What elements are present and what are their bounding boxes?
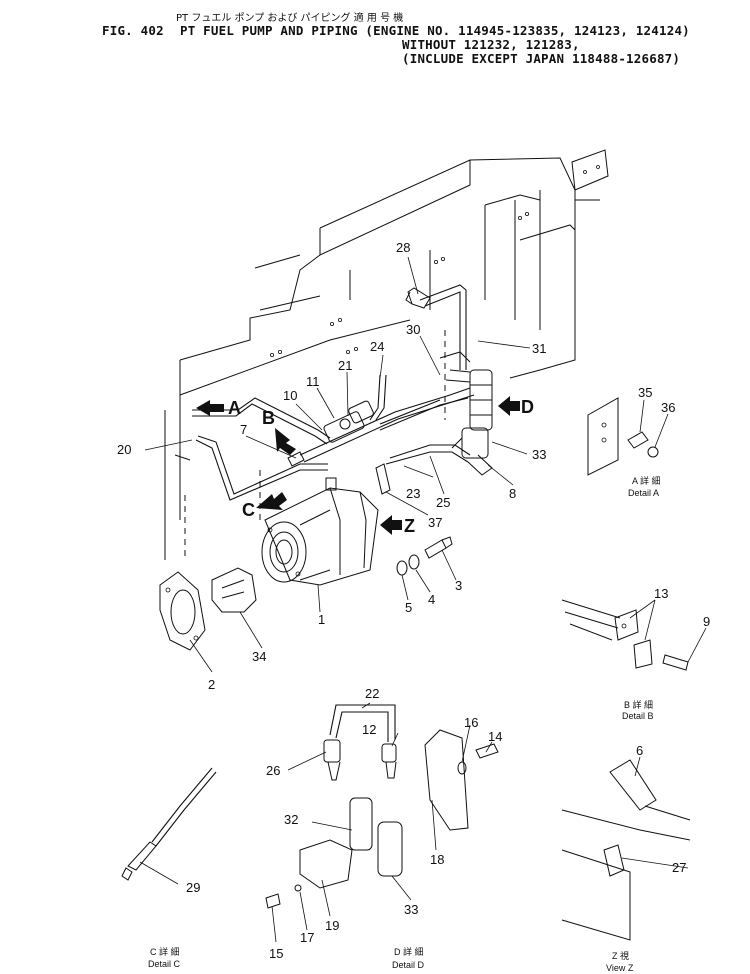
detail-a-drawing [587,397,659,476]
svg-text:C: C [242,500,255,520]
callout-17: 17 [300,930,314,945]
callout-18: 18 [430,852,444,867]
svg-text:A 詳 細: A 詳 細 [632,475,661,486]
callout-15: 15 [269,946,283,961]
callout-6: 6 [636,743,643,758]
fuel-piping [192,284,475,501]
callout-8: 8 [509,486,516,501]
detail-c-drawing [121,767,217,881]
engine-block-outline [164,149,609,560]
view-arrow-a: A [196,398,241,418]
callout-34: 34 [252,649,266,664]
callout-33-main: 33 [532,447,546,462]
detail-d-drawing [265,704,499,909]
callout-29: 29 [186,880,200,895]
view-arrow-c: C [242,492,287,520]
callout-33-detail: 33 [404,902,418,917]
callout-22: 22 [365,686,379,701]
callout-5: 5 [405,600,412,615]
gasket-2-shape [159,571,206,651]
svg-text:Detail B: Detail B [622,711,654,721]
elbow-37-shape [375,463,391,495]
callout-37: 37 [428,515,442,530]
callout-27: 27 [672,860,686,875]
svg-text:Detail D: Detail D [392,960,425,970]
callout-9: 9 [703,614,710,629]
callout-19: 19 [325,918,339,933]
valve-cluster [323,400,374,443]
callout-25: 25 [436,495,450,510]
callout-labels: 1 2 3 4 5 6 7 8 9 10 11 12 13 14 15 16 1… [117,240,710,961]
leader-lines [139,256,707,943]
svg-text:Z 視: Z 視 [612,950,629,961]
view-z-drawing [561,759,691,941]
view-arrow-z: Z [380,515,415,536]
svg-text:View Z: View Z [606,963,634,973]
callout-26: 26 [266,763,280,778]
callout-20: 20 [117,442,131,457]
svg-text:D: D [521,397,534,417]
svg-text:B: B [262,408,275,428]
svg-text:A: A [228,398,241,418]
callout-23: 23 [406,486,420,501]
coupling-34-shape [211,567,257,613]
svg-text:Detail C: Detail C [148,959,181,969]
fitting-cluster-d [439,351,493,476]
callout-16: 16 [464,715,478,730]
detail-b-drawing [561,599,689,671]
figure-number: FIG. 402 [102,23,164,38]
callout-7: 7 [240,422,247,437]
title-include-note: (INCLUDE EXCEPT JAPAN 118488-126687) [402,51,681,66]
callout-2: 2 [208,677,215,692]
callout-1: 1 [318,612,325,627]
svg-text:D 詳 細: D 詳 細 [394,946,424,957]
callout-13: 13 [654,586,668,601]
callout-10: 10 [283,388,297,403]
callout-28: 28 [396,240,410,255]
callout-36: 36 [661,400,675,415]
view-arrow-d: D [498,396,534,417]
elbow-fitting-28 [405,287,431,309]
fuel-pump-body [261,477,379,586]
callout-35: 35 [638,385,652,400]
callout-4: 4 [428,592,435,607]
callout-21: 21 [338,358,352,373]
callout-3: 3 [455,578,462,593]
callout-14: 14 [488,729,502,744]
title-exclusions: WITHOUT 121232, 121283, [402,37,580,52]
callout-30: 30 [406,322,420,337]
view-arrow-b: B [262,408,296,455]
svg-text:Z: Z [404,516,415,536]
figure-title: PT FUEL PUMP AND PIPING (ENGINE NO. 1149… [180,23,690,38]
japanese-title: PT フュエル ポンプ および パイピング 適 用 号 機 [176,13,404,24]
callout-31: 31 [532,341,546,356]
svg-text:Detail A: Detail A [628,488,659,498]
callout-24: 24 [370,339,384,354]
fitting-7-shape [287,451,305,467]
bolt-washers-3-4-5 [396,536,453,576]
svg-text:C 詳 細: C 詳 細 [150,946,180,957]
callout-11: 11 [306,374,320,389]
svg-text:B 詳 細: B 詳 細 [624,699,653,710]
detail-captions: A 詳 細 Detail A B 詳 細 Detail B C 詳 細 Deta… [148,475,661,973]
callout-32: 32 [284,812,298,827]
callout-12: 12 [362,722,376,737]
